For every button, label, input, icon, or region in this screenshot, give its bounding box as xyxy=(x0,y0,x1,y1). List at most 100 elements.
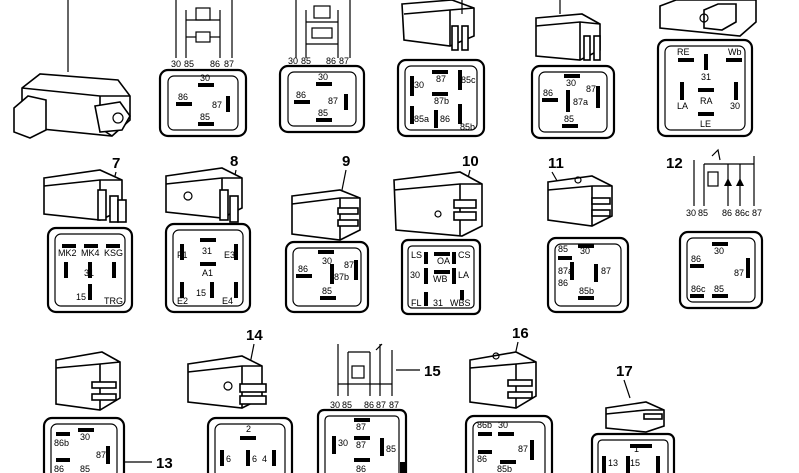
pin-label: 85 xyxy=(698,208,708,218)
pin-label: 30 xyxy=(714,246,724,256)
pin-label: 87 xyxy=(356,440,366,450)
pin-label: 30 xyxy=(200,73,210,83)
relay-body-14 xyxy=(187,343,267,409)
pin-label: 85 xyxy=(386,444,396,454)
pin-label: MK4 xyxy=(81,248,100,258)
callout-number: 11 xyxy=(548,155,564,172)
pin-label: 87 xyxy=(436,74,446,84)
pin-label: 31 xyxy=(433,298,443,308)
pin-label: 86 xyxy=(54,464,64,473)
pin-label: 86 xyxy=(558,278,568,288)
pin-label: LA xyxy=(677,101,688,111)
pin-label: 30 xyxy=(686,208,696,218)
pin-label: WBS xyxy=(450,298,471,308)
callout-number: 8 xyxy=(230,153,238,170)
pin-label: 87 xyxy=(752,208,762,218)
pin-label: 86 xyxy=(210,59,220,69)
pin-label: 85 xyxy=(318,108,328,118)
pin-label: 86 xyxy=(296,90,306,100)
pin-label: 87 xyxy=(328,96,338,106)
pin-label: 87 xyxy=(344,260,354,270)
callout-number: 12 xyxy=(666,155,683,172)
relay-pinout-17: 1 13 15 xyxy=(590,432,676,473)
callout-number: 9 xyxy=(342,153,350,170)
callout-number: 13 xyxy=(156,455,173,472)
pin-label: 30 xyxy=(730,101,740,111)
relay-pinout-7: MK2 MK4 KSG 31 15 TRG xyxy=(46,226,134,314)
pin-label: 85 xyxy=(184,59,194,69)
pin-label: 85c xyxy=(461,75,476,85)
relay-pinout-3: 87 30 85c 87b 85a 86 85b xyxy=(396,58,486,138)
pin-label: 86 xyxy=(440,114,450,124)
callout-number: 16 xyxy=(512,325,529,342)
relay-schematic-2: 30 85 86 87 xyxy=(288,0,351,66)
pin-label: 87 xyxy=(356,422,366,432)
pin-label: 87 xyxy=(734,268,744,278)
pin-label: 86c xyxy=(691,284,706,294)
relay-pinout-1: 30 87 86 85 xyxy=(158,68,248,138)
pin-label: TRG xyxy=(104,296,123,306)
pin-label: FL xyxy=(411,298,422,308)
pin-label: 30 xyxy=(498,420,508,430)
pin-label: 85b xyxy=(460,122,475,132)
pin-label: LS xyxy=(411,250,422,260)
relay-pinout-9: 30 86 87b 87 85 xyxy=(284,240,370,314)
pin-label: 86b xyxy=(477,420,492,430)
relay-pinout-12: 30 86 87 86c 85 xyxy=(678,230,764,310)
pin-label: 87a xyxy=(558,266,573,276)
pin-label: 85 xyxy=(342,400,352,410)
relay-pinout-10: LS OA CS 30 WB LA FL 31 WBS xyxy=(400,238,482,316)
pin-label: 85 xyxy=(558,244,568,254)
callout-number: 10 xyxy=(462,153,479,170)
pin-label: 86 xyxy=(356,464,366,473)
pin-label: 6 xyxy=(226,454,231,464)
pin-label: E2 xyxy=(177,296,188,306)
pin-label: 30 xyxy=(288,56,298,66)
relay-pinout-8: 31 F1 E3 A1 E2 15 E4 xyxy=(164,222,252,314)
pin-label: 30 xyxy=(318,72,328,82)
relay-body-13 xyxy=(55,351,121,411)
relay-body-3 xyxy=(401,0,475,51)
pin-label: 87 xyxy=(586,84,596,94)
callout-number: 15 xyxy=(424,363,441,380)
pin-label: 31 xyxy=(701,72,711,82)
pin-label: 87 xyxy=(389,400,399,410)
relay-pinout-5: RE Wb 31 LA RA 30 LE xyxy=(656,38,754,138)
pin-label: 30 xyxy=(566,78,576,88)
pin-label: E4 xyxy=(222,296,233,306)
pin-label: 6 xyxy=(252,454,257,464)
relay-body-8 xyxy=(165,167,243,223)
pin-label: 30 xyxy=(414,80,424,90)
pin-label: 85 xyxy=(564,114,574,124)
pin-label: 30 xyxy=(330,400,340,410)
pin-label: 87a xyxy=(573,97,588,107)
pin-label: 87 xyxy=(212,100,222,110)
pin-label: 87 xyxy=(376,400,386,410)
relay-pinout-14: 2 6 6 4 xyxy=(206,416,294,473)
relay-body-4 xyxy=(535,0,601,61)
pin-label: 86 xyxy=(722,208,732,218)
pin-label: 85b xyxy=(579,286,594,296)
pin-label: 85 xyxy=(200,112,210,122)
pin-label: 87 xyxy=(339,56,349,66)
relay-body-7 xyxy=(43,169,127,223)
relay-schematic-12: 30 85 86 86c 87 xyxy=(686,148,762,218)
relay-pinout-13: 86b 30 87 86 85 xyxy=(42,416,126,473)
pin-label: 2 xyxy=(246,424,251,434)
pin-label: 87 xyxy=(224,59,234,69)
relay-pinout-16: 86b 30 87 86 85b xyxy=(464,414,554,473)
pin-label: 15 xyxy=(630,458,640,468)
pin-label: 30 xyxy=(410,270,420,280)
pin-label: 85a xyxy=(414,114,429,124)
pin-label: RE xyxy=(677,47,690,57)
pin-label: RA xyxy=(700,96,713,106)
relay-body-9 xyxy=(291,169,361,241)
pin-label: MK2 xyxy=(58,248,77,258)
pin-label: KSG xyxy=(104,248,123,258)
pin-label: 87 xyxy=(96,450,106,460)
relay-body-17 xyxy=(605,379,665,433)
pin-label: 86 xyxy=(364,400,374,410)
pin-label: 86c xyxy=(735,208,750,218)
pin-label: 86 xyxy=(543,88,553,98)
pin-label: 86b xyxy=(54,438,69,448)
